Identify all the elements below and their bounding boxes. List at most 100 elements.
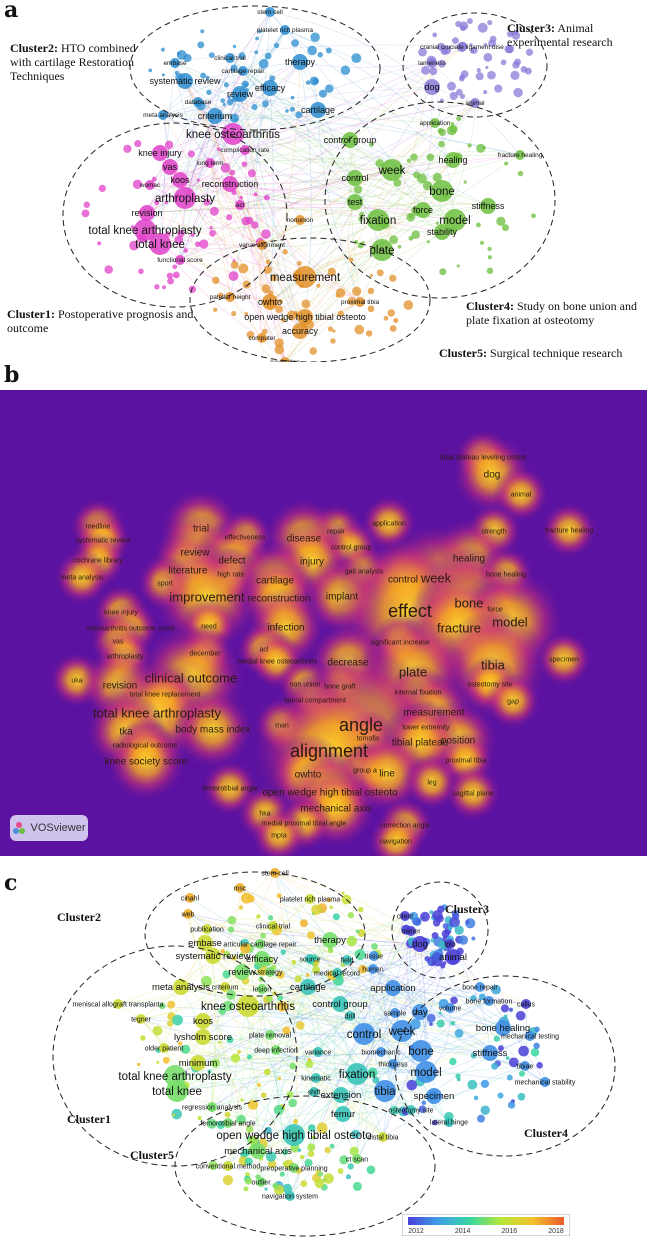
overlay-node-tegner (136, 1014, 146, 1024)
density-term-acl: acl (260, 646, 269, 653)
overlay-term-ct-scan: ct scan (346, 1156, 368, 1163)
overlay-node-publication (202, 924, 212, 934)
overlay-node-client (400, 911, 410, 921)
cluster4-label-c: Cluster4 (524, 1126, 568, 1140)
overlay-term-tplo: tplo (444, 941, 455, 948)
overlay-node-criterium (220, 982, 230, 992)
density-term-bone-graft: bone graft (324, 683, 356, 690)
overlay-node-meta-analysis (173, 979, 189, 995)
overlay-term-extension: extension (321, 1090, 362, 1101)
overlay-term-osteotomy-site: osteotomy site (388, 1107, 433, 1114)
node-force (415, 202, 431, 218)
overlay-node-owner (406, 926, 416, 936)
term-label-review: review (227, 89, 254, 99)
density-term-gap: gap (507, 698, 519, 705)
term-label-dog: dog (424, 82, 439, 92)
overlay-node-drill (345, 1011, 355, 1021)
overlay-term-strategy: strategy (258, 969, 283, 976)
density-term-significant-increase: significant increase (370, 639, 430, 646)
cluster3-title: Cluster3: (507, 21, 555, 35)
overlay-node-tibiae (520, 1061, 530, 1071)
overlay-term-femur: femur (331, 1109, 355, 1120)
overlay-node-animal (445, 949, 461, 965)
density-term-group-a: group a (353, 767, 377, 774)
node-criterium (207, 108, 223, 124)
term-label-womac: womac (139, 182, 161, 189)
overlay-node-outlier (256, 1177, 266, 1187)
overlay-term-cartilage: cartilage (290, 982, 326, 993)
overlay-term-mechanical-stability: mechanical stability (515, 1079, 576, 1086)
term-label-database: database (185, 99, 212, 106)
panel-c-label: c (4, 870, 18, 896)
overlay-term-bone-repair: bone repair (462, 984, 498, 991)
overlay-node-cartilage (300, 979, 316, 995)
overlay-node-efficacy (254, 951, 270, 967)
density-term-tka: tka (119, 726, 133, 737)
overlay-node-variance (313, 1047, 323, 1057)
node-week (381, 159, 403, 181)
overlay-term-koos: koos (193, 1016, 213, 1027)
overlay-term-publication: publication (190, 926, 224, 933)
overlay-term-fixation: fixation (339, 1069, 375, 1081)
density-term-revision: revision (103, 680, 137, 691)
density-term-owhto: owhto (295, 769, 322, 780)
density-term-trial: trial (193, 523, 209, 534)
overlay-term-owner: owner (401, 928, 421, 935)
overlay-term-control: control (347, 1029, 382, 1041)
term-label-meta-analysis: meta analysis (143, 112, 183, 119)
node-control (347, 170, 363, 186)
overlay-node-cinahl (185, 893, 195, 903)
term-label-owhto: owhto (258, 297, 282, 307)
overlay-term-minimum: minimum (179, 1058, 218, 1069)
term-label-control-group: control group (324, 135, 377, 145)
overlay-node-ct-scan (352, 1154, 362, 1164)
term-label-knee-injury: knee injury (138, 148, 182, 158)
overlay-term-tegner: tegner (131, 1016, 152, 1023)
cluster3-label: Cluster3: Animal experimental research (507, 21, 637, 49)
density-term-medline: medline (86, 523, 111, 530)
density-term-leg: leg (427, 779, 436, 786)
node-long-term (205, 158, 215, 168)
density-term-open-wedge-high-tibial-osteoto: open wedge high tibial osteoto (262, 787, 398, 798)
overlay-node-control-group (332, 996, 348, 1012)
overlay-node-biomechanic (376, 1047, 386, 1057)
legend-tick-2016: 2016 (502, 1228, 518, 1235)
overlay-term-preoperative-planning: preoperative planning (260, 1165, 327, 1172)
overlay-node-control (353, 1023, 375, 1045)
density-term-fracture-healing: fracture healing (545, 527, 593, 534)
cluster-outline-c-2 (391, 881, 489, 979)
overlay-node-osteotomy-site (406, 1105, 416, 1115)
density-term-lateral-compartment: lateral compartment (284, 697, 346, 704)
density-term-literature: literature (169, 565, 208, 576)
cluster4-label: Cluster4: Study on bone union and plate … (466, 299, 644, 327)
node-revision (139, 205, 155, 221)
node-clinical-trial (225, 53, 235, 63)
cluster1-description: Postoperative prognosis and outcome (7, 307, 194, 335)
term-label-lameness: lameness (418, 60, 447, 67)
legend-tick-2018: 2018 (548, 1228, 564, 1235)
overlay-node-lateral-hinge (444, 1117, 454, 1127)
overlay-node-human (368, 964, 378, 974)
density-term-mechanical-axis: mechanical axis (300, 803, 371, 814)
cluster5-title: Cluster5: (439, 346, 487, 360)
density-term-position: position (441, 735, 475, 746)
overlay-term-human: human (362, 966, 384, 973)
overlay-node-clinical-trial (268, 921, 278, 931)
density-term-force: force (487, 606, 503, 613)
density-term-dog: dog (484, 469, 501, 480)
overlay-node-bone (410, 1040, 432, 1062)
legend-tick-2014: 2014 (455, 1228, 471, 1235)
density-term-radiological-outcome: radiological outcome (113, 742, 177, 749)
node-womac (145, 180, 155, 190)
overlay-term-lateral-hinge: lateral hinge (430, 1119, 468, 1126)
density-term-line: line (379, 768, 395, 779)
density-term-implant: implant (326, 591, 358, 602)
node-lameness (427, 58, 437, 68)
overlay-node-mechanical-testing (525, 1031, 535, 1041)
node-dog (424, 79, 440, 95)
overlay-term-review: review (228, 967, 256, 978)
overlay-node-field (342, 955, 352, 965)
